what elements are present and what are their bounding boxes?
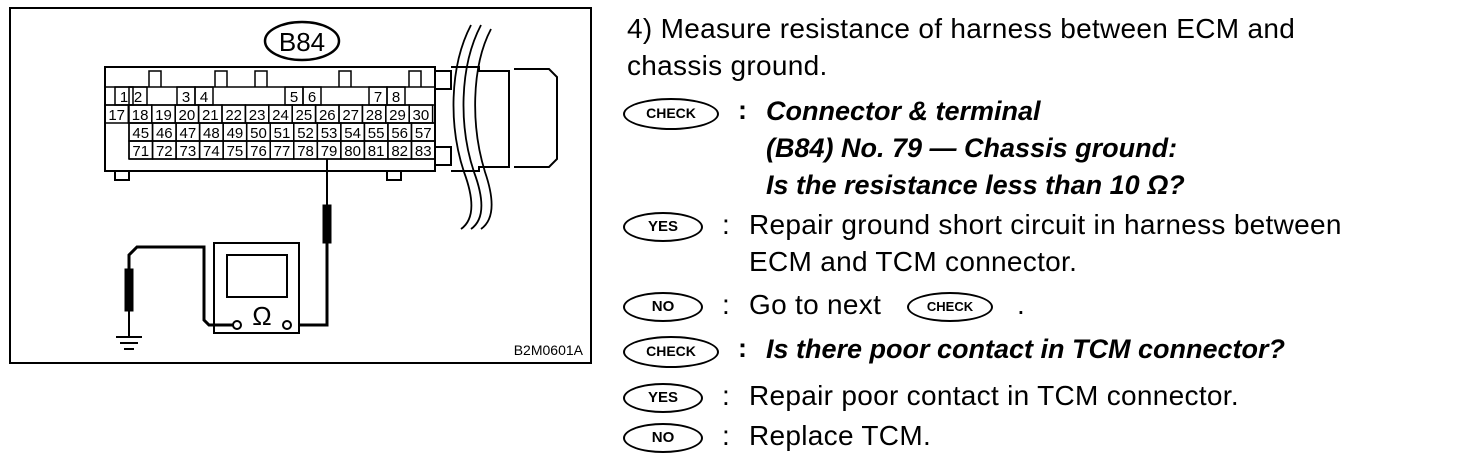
- check1-line-1: Connector & terminal: [766, 96, 1041, 126]
- intro-line-2: chassis ground.: [627, 50, 828, 81]
- terminal-number: 81: [368, 143, 385, 160]
- yes1-line-2: ECM and TCM connector.: [749, 246, 1078, 277]
- terminal-number: 23: [249, 107, 266, 124]
- check-inline-badge: CHECK: [907, 292, 993, 322]
- terminal-number: 73: [180, 143, 197, 160]
- yes2-text: Repair poor contact in TCM connector.: [749, 380, 1239, 411]
- terminal-number: 79: [321, 143, 338, 160]
- terminal-number: 3: [182, 89, 190, 106]
- terminal-number: 72: [156, 143, 173, 160]
- terminal-row-3: 45 46 47 48 49 50 51 52 53 54 55 56 57: [128, 122, 436, 142]
- no-colon-2: :: [722, 420, 730, 451]
- ground-icon: [116, 336, 142, 350]
- terminal-number: 47: [180, 125, 197, 142]
- check1-line-3: Is the resistance less than 10 Ω?: [766, 170, 1185, 200]
- terminal-number: 75: [227, 143, 244, 160]
- ohm-symbol: Ω: [252, 301, 271, 331]
- terminal-number: 71: [132, 143, 149, 160]
- terminal-number: 76: [250, 143, 267, 160]
- no1-tail: .: [1017, 289, 1026, 320]
- terminal-number: 50: [250, 125, 267, 142]
- terminal-number: 6: [308, 89, 316, 106]
- terminal-number: 5: [290, 89, 298, 106]
- terminal-number: 18: [132, 107, 149, 124]
- terminal-number: 78: [297, 143, 314, 160]
- connector-key: [254, 70, 268, 87]
- connector-id-label: B84: [279, 27, 325, 57]
- check2-text: Is there poor contact in TCM connector?: [766, 334, 1286, 364]
- terminal-number: 7: [374, 89, 382, 106]
- yes-colon-1: :: [722, 209, 730, 240]
- cut-lines: [452, 24, 493, 230]
- terminal-number: 19: [155, 107, 172, 124]
- ohmmeter: [213, 242, 300, 334]
- terminal-number: 26: [319, 107, 336, 124]
- terminal-number: 53: [321, 125, 338, 142]
- terminal-number: 80: [344, 143, 361, 160]
- connector-key: [214, 70, 228, 87]
- intro-line-1: 4) Measure resistance of harness between…: [627, 13, 1296, 44]
- terminal-number: 30: [413, 107, 430, 124]
- terminal-number: 28: [366, 107, 383, 124]
- connector-key: [338, 70, 352, 87]
- check1-line-2: (B84) No. 79 — Chassis ground:: [766, 133, 1178, 163]
- check-colon-1: :: [738, 95, 747, 125]
- no-colon-1: :: [722, 289, 730, 320]
- terminal-number: 54: [344, 125, 361, 142]
- terminal-number: 24: [272, 107, 289, 124]
- terminal-number: 4: [200, 89, 208, 106]
- terminal-cell: [410, 140, 436, 160]
- terminal-number: 2: [134, 89, 142, 106]
- terminal-number: 56: [391, 125, 408, 142]
- terminal-number: 51: [274, 125, 291, 142]
- check-badge-2: CHECK: [623, 336, 719, 368]
- terminal-number: 48: [203, 125, 220, 142]
- probe-lead: [299, 159, 332, 327]
- figure-id: B2M0601A: [514, 342, 584, 358]
- no-badge-1: NO: [623, 292, 703, 322]
- terminal-number: 22: [225, 107, 242, 124]
- yes-colon-2: :: [722, 380, 730, 411]
- terminal-number: 57: [415, 125, 432, 142]
- no1-text: Go to next: [749, 289, 882, 320]
- terminal-number: 52: [297, 125, 314, 142]
- terminal-number: 27: [342, 107, 359, 124]
- terminal-number: 21: [202, 107, 219, 124]
- terminal-number: 29: [389, 107, 406, 124]
- yes-badge-1: YES: [623, 212, 703, 242]
- no-badge-2: NO: [623, 423, 703, 453]
- terminal-row-4: 71 72 73 74 75 76 77 78 79 80 81 82 83: [128, 140, 436, 160]
- check-badge-1: CHECK: [623, 98, 719, 130]
- ground-lead: [124, 245, 233, 337]
- terminal-row-2: 17 18 19 20 21 22 23 24 25 26 27 28 29 30: [104, 104, 434, 124]
- connector-key: [148, 70, 162, 87]
- terminal-number: 20: [179, 107, 196, 124]
- terminal-number: 17: [108, 107, 125, 124]
- terminal-number: 82: [391, 143, 408, 160]
- terminal-number: 1: [120, 89, 128, 106]
- terminal-number: 49: [227, 125, 244, 142]
- no2-text: Replace TCM.: [749, 420, 932, 451]
- terminal-number: 45: [132, 125, 149, 142]
- terminal-number: 77: [274, 143, 291, 160]
- connector-body: [104, 66, 558, 181]
- check-colon-2: :: [738, 333, 747, 363]
- diagram-frame: [9, 7, 592, 364]
- terminal-number: 8: [392, 89, 400, 106]
- connector-label-oval: [263, 20, 341, 62]
- terminal-number: 55: [368, 125, 385, 142]
- yes1-line-1: Repair ground short circuit in harness b…: [749, 209, 1342, 240]
- terminal-number: 25: [296, 107, 313, 124]
- connector-key: [408, 70, 422, 87]
- terminal-number: 83: [415, 143, 432, 160]
- terminal-number: 74: [203, 143, 220, 160]
- terminal-number: 46: [156, 125, 173, 142]
- yes-badge-2: YES: [623, 383, 703, 413]
